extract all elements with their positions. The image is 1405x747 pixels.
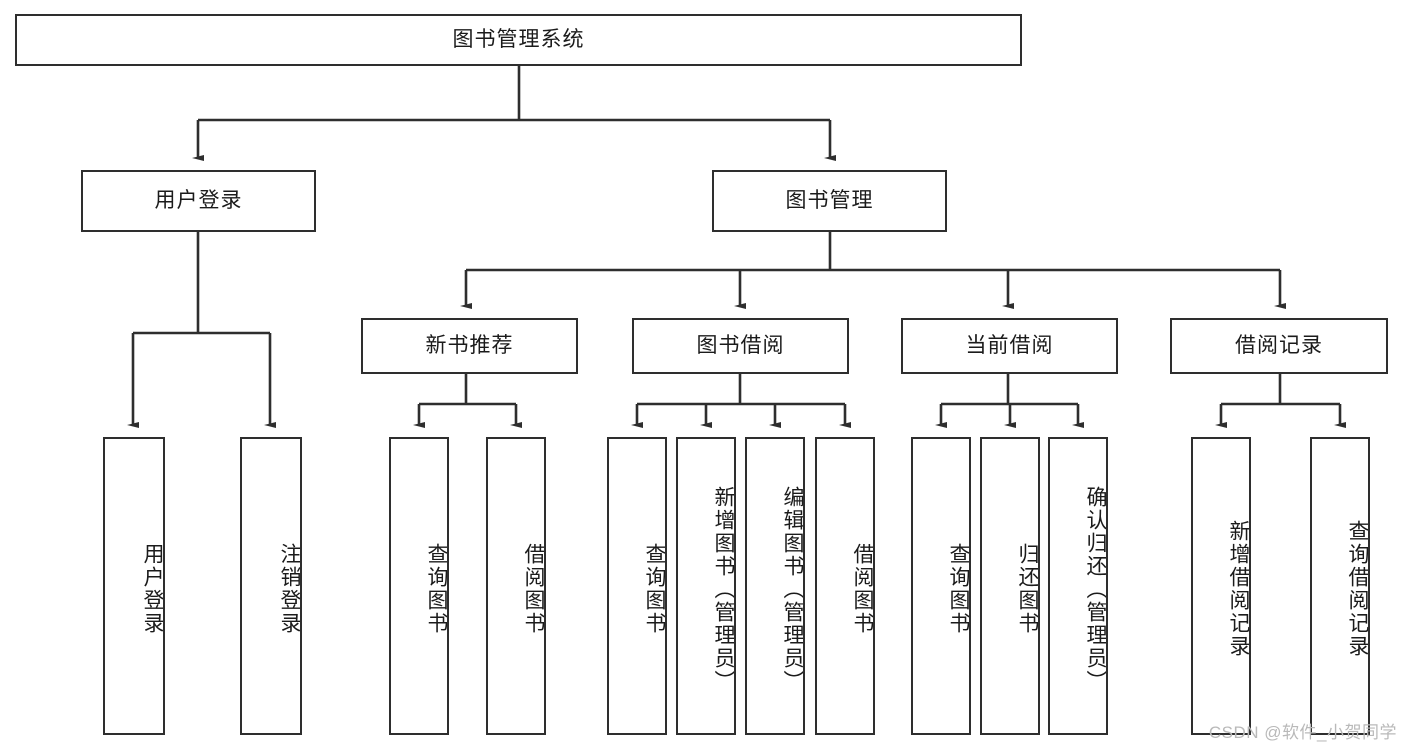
node-leaf-user-login[interactable]: 用户登录 [103,437,165,735]
node-book-manage-label: 图书管理 [785,189,874,213]
node-leaf-return-book-label: 归还图书 [1016,543,1039,635]
node-leaf-logout[interactable]: 注销登录 [240,437,302,735]
node-leaf-borrow-book-1[interactable]: 借阅图书 [486,437,546,735]
node-book-borrow[interactable]: 图书借阅 [632,318,849,374]
watermark-text: CSDN @软件_小贺同学 [1208,723,1397,742]
node-user-login[interactable]: 用户登录 [81,170,316,232]
node-root-label: 图书管理系统 [452,28,585,52]
node-leaf-confirm-return-label: 确认归还（管理员） [1084,485,1107,693]
node-current-borrow-label: 当前借阅 [965,334,1054,358]
node-leaf-query-book-3-label: 查询图书 [947,543,970,635]
node-leaf-edit-book-label: 编辑图书（管理员） [781,485,804,693]
node-leaf-edit-book[interactable]: 编辑图书（管理员） [745,437,805,735]
node-leaf-user-login-label: 用户登录 [141,543,164,635]
node-leaf-add-record-label: 新增借阅记录 [1227,520,1250,658]
node-leaf-query-record-label: 查询借阅记录 [1346,520,1369,658]
node-leaf-query-book-1[interactable]: 查询图书 [389,437,449,735]
node-leaf-confirm-return[interactable]: 确认归还（管理员） [1048,437,1108,735]
node-borrow-record-label: 借阅记录 [1235,334,1323,358]
node-new-book-rec-label: 新书推荐 [425,334,514,358]
node-leaf-return-book[interactable]: 归还图书 [980,437,1040,735]
node-leaf-query-record[interactable]: 查询借阅记录 [1310,437,1370,735]
node-leaf-logout-label: 注销登录 [278,543,301,635]
node-book-borrow-label: 图书借阅 [696,334,785,358]
node-leaf-add-record[interactable]: 新增借阅记录 [1191,437,1251,735]
node-user-login-label: 用户登录 [154,189,243,213]
node-current-borrow[interactable]: 当前借阅 [901,318,1118,374]
node-root[interactable]: 图书管理系统 [15,14,1022,66]
node-leaf-add-book[interactable]: 新增图书（管理员） [676,437,736,735]
node-new-book-rec[interactable]: 新书推荐 [361,318,578,374]
node-leaf-query-book-1-label: 查询图书 [425,543,448,635]
node-leaf-borrow-book-1-label: 借阅图书 [522,543,545,635]
node-leaf-borrow-book-2-label: 借阅图书 [851,543,874,635]
node-leaf-add-book-label: 新增图书（管理员） [712,485,735,693]
node-leaf-query-book-2[interactable]: 查询图书 [607,437,667,735]
node-leaf-query-book-2-label: 查询图书 [643,543,666,635]
node-leaf-query-book-3[interactable]: 查询图书 [911,437,971,735]
node-book-manage[interactable]: 图书管理 [712,170,947,232]
node-borrow-record[interactable]: 借阅记录 [1170,318,1388,374]
node-leaf-borrow-book-2[interactable]: 借阅图书 [815,437,875,735]
